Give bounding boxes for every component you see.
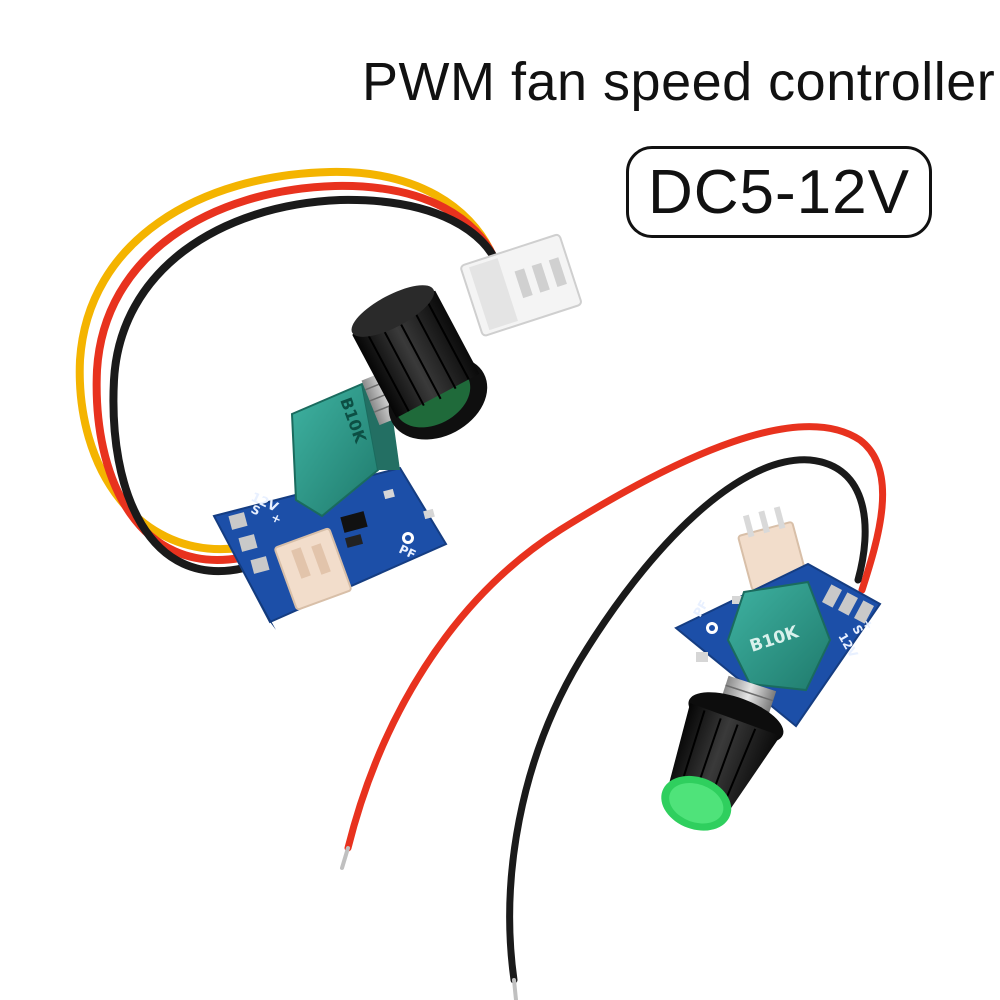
knob-a[interactable] — [339, 273, 502, 456]
black-wire-b — [506, 456, 869, 984]
voltage-badge: DC5-12V — [626, 146, 932, 238]
black-wire — [109, 195, 502, 576]
page-title: PWM fan speed controller — [362, 52, 996, 112]
knob-b[interactable] — [648, 682, 790, 848]
pcb-board-a: 12V S + PF — [212, 466, 448, 630]
red-wire-b — [344, 423, 887, 852]
wire-pair-b — [340, 423, 887, 1000]
wire-harness-a — [75, 167, 502, 576]
fan-connector-a — [460, 233, 582, 337]
silk-pf-label-a: PF — [397, 542, 418, 562]
red-wire — [92, 181, 498, 564]
